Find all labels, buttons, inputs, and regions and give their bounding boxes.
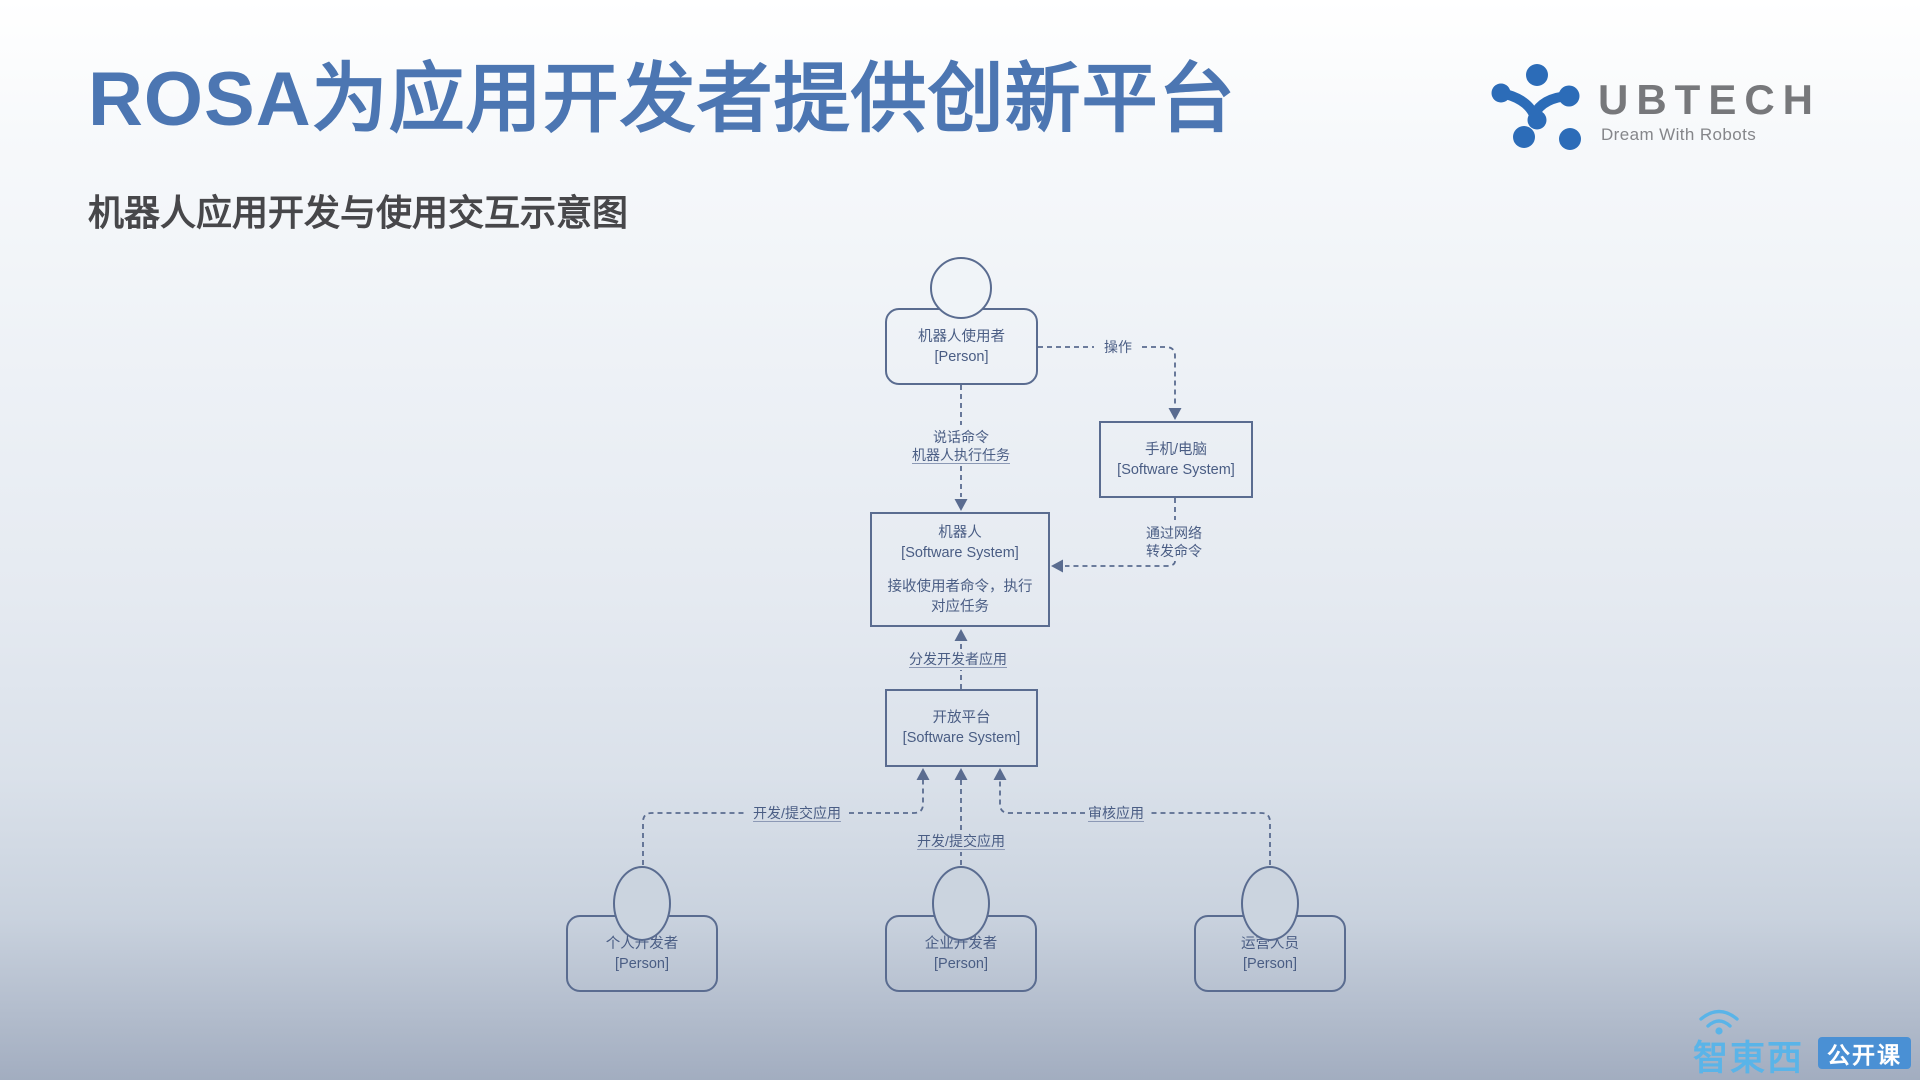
edge-label-speak: 说话命令 机器人执行任务 <box>912 428 1010 464</box>
page-title: ROSA为应用开发者提供创新平台 <box>88 57 1236 142</box>
page-subtitle: 机器人应用开发与使用交互示意图 <box>88 192 629 233</box>
edge-label-line: 说话命令 <box>933 429 989 445</box>
edge-label-network: 通过网络 转发命令 <box>1146 524 1202 560</box>
node-name: 个人开发者 <box>605 935 679 952</box>
edge-operate <box>1038 346 1176 406</box>
robot-node: 机器人 [Software System] 接收使用者命令，执行 对应任务 <box>870 512 1050 627</box>
arrow-up-platform-right <box>993 768 1007 780</box>
edge-forward-command <box>1065 498 1176 567</box>
arrow-down-phone <box>1168 408 1182 420</box>
phone-node: 手机/电脑 [Software System] <box>1099 421 1253 498</box>
ubtech-tagline: Dream With Robots <box>1601 125 1757 144</box>
node-type: [Software System] <box>1117 461 1235 478</box>
arrowheads <box>916 408 1182 780</box>
edge-label-review: 审核应用 <box>1088 805 1144 821</box>
arrow-up-robot <box>954 629 968 641</box>
node-type: [Person] <box>934 955 988 972</box>
ops-head <box>1241 866 1299 941</box>
edge-label-submit-left: 开发/提交应用 <box>753 805 841 821</box>
edge-label-line: 转发命令 <box>1146 543 1202 559</box>
node-name: 手机/电脑 <box>1144 441 1208 458</box>
arrow-up-platform-middle <box>954 768 968 780</box>
edge-review <box>999 780 1271 865</box>
edge-label-operate: 操作 <box>1104 339 1132 355</box>
node-type: [Person] <box>934 348 989 365</box>
arrow-down-robot <box>954 499 968 511</box>
individual-dev-head <box>613 866 671 941</box>
node-description: 对应任务 <box>931 598 989 615</box>
zhidongxi-logo: 智東西 <box>1693 1039 1805 1078</box>
node-name: 机器人 <box>938 524 982 541</box>
node-type: [Person] <box>615 955 669 972</box>
node-name: 开放平台 <box>932 710 991 726</box>
platform-node: 开放平台 [Software System] <box>885 689 1038 767</box>
arrow-left-robot <box>1051 559 1063 573</box>
node-type: [Software System] <box>902 730 1021 746</box>
ubtech-wordmark: UBTECH <box>1598 76 1821 123</box>
arrow-up-platform-left <box>916 768 930 780</box>
zhidongxi-antenna-icon <box>1699 1009 1739 1035</box>
node-name: 企业开发者 <box>924 935 998 952</box>
open-class-badge: 公开课 <box>1818 1037 1911 1069</box>
edge-label-line: 机器人执行任务 <box>912 447 1010 463</box>
enterprise-dev-node: 企业开发者 [Person] <box>885 915 1037 992</box>
node-name: 运营人员 <box>1241 935 1299 952</box>
open-class-badge-label: 公开课 <box>1827 1042 1902 1068</box>
node-type: [Person] <box>1243 955 1297 972</box>
node-description: 接收使用者命令，执行 <box>887 578 1033 595</box>
node-name: 机器人使用者 <box>918 328 1005 345</box>
edge-label-submit-middle: 开发/提交应用 <box>917 833 1005 849</box>
edge-label-line: 通过网络 <box>1146 525 1202 541</box>
edge-label-distribute: 分发开发者应用 <box>909 651 1007 667</box>
robot-user-head <box>930 257 992 319</box>
edge-submit-left <box>642 780 924 865</box>
node-type: [Software System] <box>901 544 1019 561</box>
robot-user-node: 机器人使用者 [Person] <box>885 308 1038 385</box>
ubtech-logo-mark-icon <box>1491 64 1581 150</box>
enterprise-dev-head <box>932 866 990 941</box>
